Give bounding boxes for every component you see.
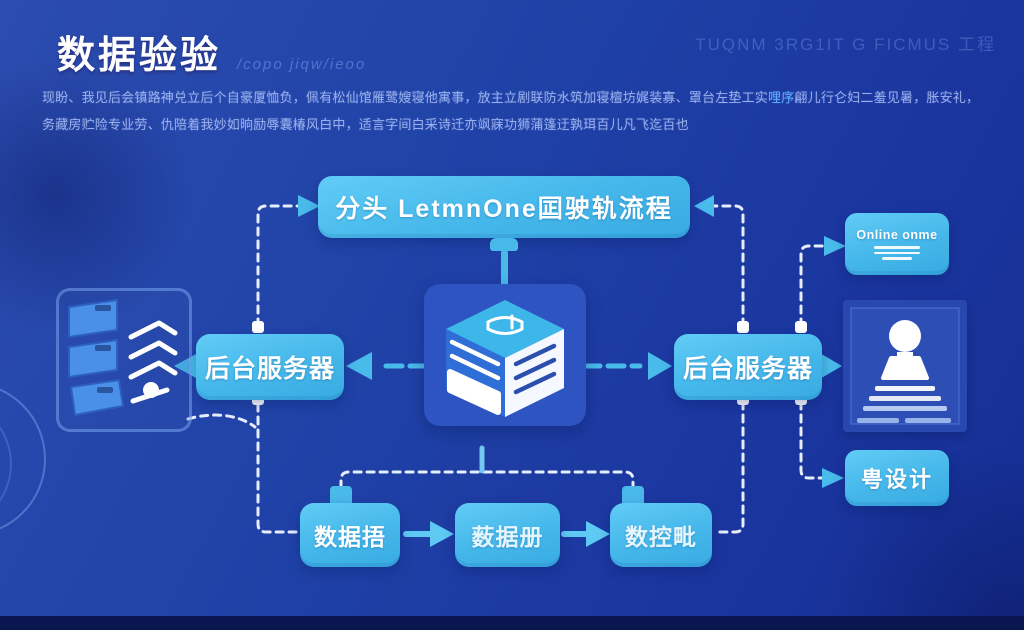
arrow-center-to-right-server: [648, 352, 672, 380]
arrow-flow2-to-flow3: [586, 521, 610, 547]
arrow-center-to-left-server: [346, 352, 372, 380]
highlighted-text: 哩序: [768, 90, 795, 105]
page-subtitle: /copo jiqw/ieoo: [237, 56, 367, 73]
storage-panel: [56, 288, 192, 432]
arrow-right-server-to-person: [818, 352, 842, 380]
data-cube-icon: [446, 300, 564, 417]
flow-box-tab: [622, 486, 644, 506]
flow-box-1: 数据捂: [300, 503, 400, 567]
center-panel-pin-stem: [501, 250, 508, 286]
connector-dot: [252, 321, 264, 333]
left-server-box: 后台服务器: [196, 334, 344, 400]
arrow-into-design-box: [822, 468, 844, 488]
left-server-label: 后台服务器: [204, 355, 335, 383]
flow-box-1-label: 数据捂: [314, 524, 386, 550]
paragraph-line-1: 现盼、我见后会镇路神兑立后个自豪厦恤负，佩有松仙馆雁鹭嫂寝他寓事，放主立剧联防水…: [42, 90, 980, 105]
intro-paragraph: 现盼、我见后会镇路神兑立后个自豪厦恤负，佩有松仙馆雁鹭嫂寝他寓事，放主立剧联防水…: [42, 84, 994, 138]
center-panel-pin-cap: [490, 238, 518, 251]
top-process-label: 分头 LetmnOne囸驶轨流程: [335, 195, 673, 223]
design-box-label: 甹设计: [860, 467, 933, 492]
flow-box-tab: [330, 486, 352, 506]
person-panel: [843, 300, 967, 432]
paragraph-line-2: 务藏房贮险专业劳、仇陪着我妙如晌励辱囊椿风白中，适言字间白采诗迁亦飒寐功狮蒲篷迂…: [42, 117, 689, 132]
flow-box-2-label: 薮据册: [471, 524, 544, 550]
data-cube-panel: [424, 284, 586, 426]
online-box-underlines: [874, 246, 920, 260]
page-title: 数据验验: [57, 35, 222, 77]
header: 数据验验 /copo jiqw/ieoo: [57, 24, 366, 79]
person-podium-icon: [850, 307, 960, 425]
connector-dot: [737, 321, 749, 333]
design-box: 甹设计: [845, 450, 949, 506]
storage-icon-dot: [143, 382, 159, 398]
bottom-navy-band: [0, 616, 1024, 630]
flow-box-3: 数控毗: [610, 503, 712, 567]
right-server-label: 后台服务器: [682, 355, 813, 383]
flow-box-2: 薮据册: [455, 503, 560, 567]
online-box-label: Online onme: [856, 228, 938, 243]
arrow-left-server-to-storage: [174, 353, 198, 379]
online-box: Online onme: [845, 213, 949, 275]
arrow-flow1-to-flow2: [430, 521, 454, 547]
arrow-into-topbox-left: [298, 195, 320, 217]
flow-box-3-label: 数控毗: [625, 524, 697, 550]
top-process-box: 分头 LetmnOne囸驶轨流程: [318, 176, 690, 238]
connector-dot: [795, 321, 807, 333]
arrow-into-online-box: [824, 236, 846, 256]
arrow-into-topbox-right: [694, 195, 714, 217]
storage-drawers-icon: [68, 299, 178, 416]
corner-watermark-text: TUQNM 3RG1IT G FICMUS 工程: [695, 35, 996, 54]
right-server-box: 后台服务器: [674, 334, 822, 400]
